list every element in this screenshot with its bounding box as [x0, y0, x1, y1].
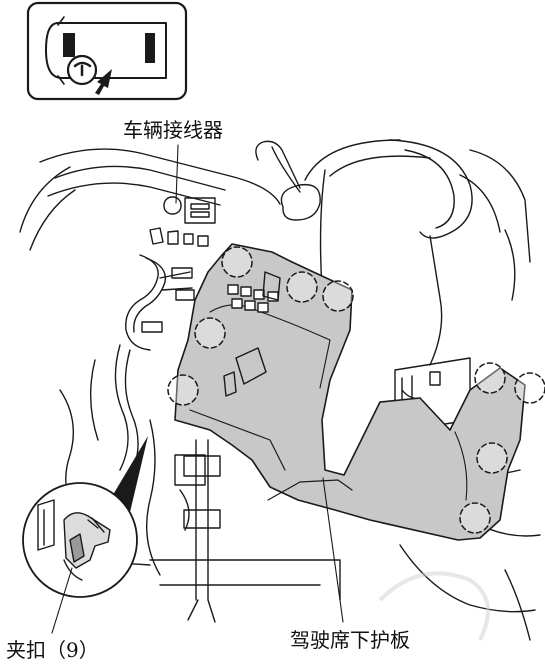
- driver-lower-cover-panel: [174, 243, 526, 541]
- watermark-mark: [378, 571, 490, 641]
- clip-marker: [514, 372, 545, 404]
- clip-marker: [322, 280, 354, 312]
- clip-marker: [167, 374, 199, 406]
- driver-lower-cover-label: 驾驶席下护板: [290, 628, 410, 652]
- clip-marker: [286, 271, 318, 303]
- clip-zoom-detail: [22, 482, 138, 598]
- clip-leader-line: [51, 567, 73, 634]
- clip-location-markers: [167, 246, 545, 534]
- clip-marker: [194, 317, 226, 349]
- clip-marker: [221, 246, 253, 278]
- clip-marker: [474, 362, 506, 394]
- vehicle-connector-label: 车辆接线器: [123, 118, 223, 142]
- pointer-arrow-icon: [95, 69, 112, 95]
- clip-marker: [476, 442, 508, 474]
- clip-label: 夹扣（9）: [6, 638, 99, 662]
- vehicle-locator-icon: [26, 1, 188, 101]
- clip-marker: [459, 502, 491, 534]
- cover-leader-line: [322, 477, 344, 623]
